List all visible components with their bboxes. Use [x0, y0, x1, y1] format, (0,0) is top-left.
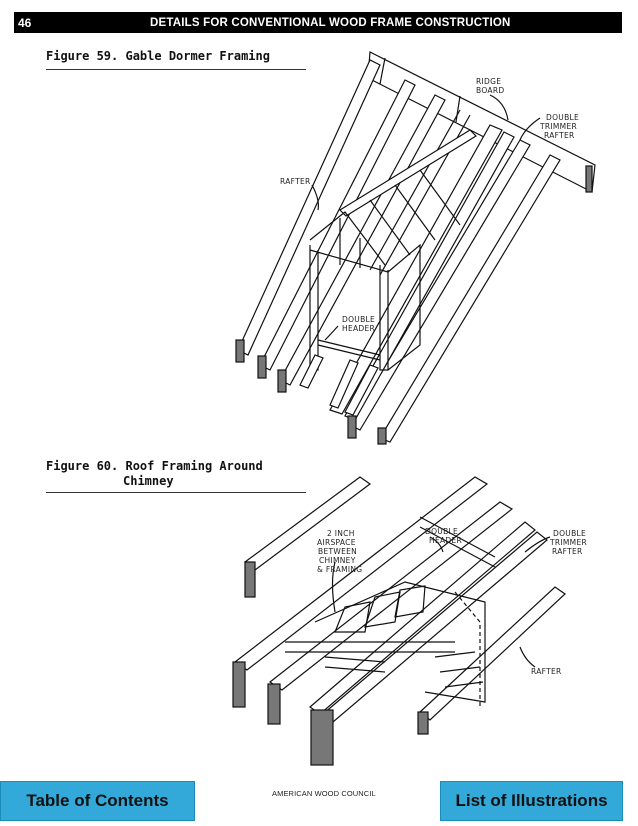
figure-59-caption: Figure 59. Gable Dormer Framing [46, 49, 270, 63]
figure-60-caption-line-1: Figure 60. Roof Framing Around [46, 459, 263, 473]
double-trimmer-label-2: TRIMMER [539, 122, 577, 131]
double-trimmer-label-1: DOUBLE [546, 113, 579, 122]
figure-60-caption-line-2: Chimney [123, 474, 174, 488]
double-header-label-2: HEADER [342, 324, 375, 333]
rafter-label: RAFTER [280, 177, 311, 186]
figure-60-caption: Figure 60. Roof Framing Around Chimney [46, 459, 263, 489]
page-header: 46 DETAILS FOR CONVENTIONAL WOOD FRAME C… [14, 12, 622, 33]
double-trimmer-label-2: TRIMMER [549, 538, 587, 547]
page-number: 46 [18, 15, 32, 30]
page-title: DETAILS FOR CONVENTIONAL WOOD FRAME CONS… [150, 16, 511, 29]
table-of-contents-button[interactable]: Table of Contents [0, 781, 195, 821]
double-trimmer-label-3: RAFTER [544, 131, 575, 140]
double-trimmer-label-1: DOUBLE [553, 529, 586, 538]
ridge-board-label-2: BOARD [476, 86, 504, 95]
airspace-label-3: BETWEEN [318, 547, 357, 556]
double-header-label-1: DOUBLE [425, 527, 458, 536]
double-header-label-2: HEADER [429, 536, 462, 545]
double-trimmer-label-3: RAFTER [552, 547, 583, 556]
figure-60-chimney-framing-drawing: 2 INCH AIRSPACE BETWEEN CHIMNEY & FRAMIN… [232, 476, 587, 766]
airspace-label-2: AIRSPACE [317, 538, 356, 547]
airspace-label-4: CHIMNEY [319, 556, 356, 565]
figure-60-rule [46, 492, 306, 493]
list-of-illustrations-button[interactable]: List of Illustrations [440, 781, 623, 821]
figure-59-rule [46, 69, 306, 70]
publisher-footer: AMERICAN WOOD COUNCIL [272, 789, 376, 798]
airspace-label-1: 2 INCH [327, 529, 355, 538]
figure-59-gable-dormer-drawing: RIDGE BOARD DOUBLE TRIMMER RAFTER RAFTER… [235, 51, 596, 445]
rafter-label: RAFTER [531, 667, 562, 676]
double-header-label-1: DOUBLE [342, 315, 375, 324]
ridge-board-label-1: RIDGE [476, 77, 501, 86]
airspace-label-5: & FRAMING [317, 565, 362, 574]
